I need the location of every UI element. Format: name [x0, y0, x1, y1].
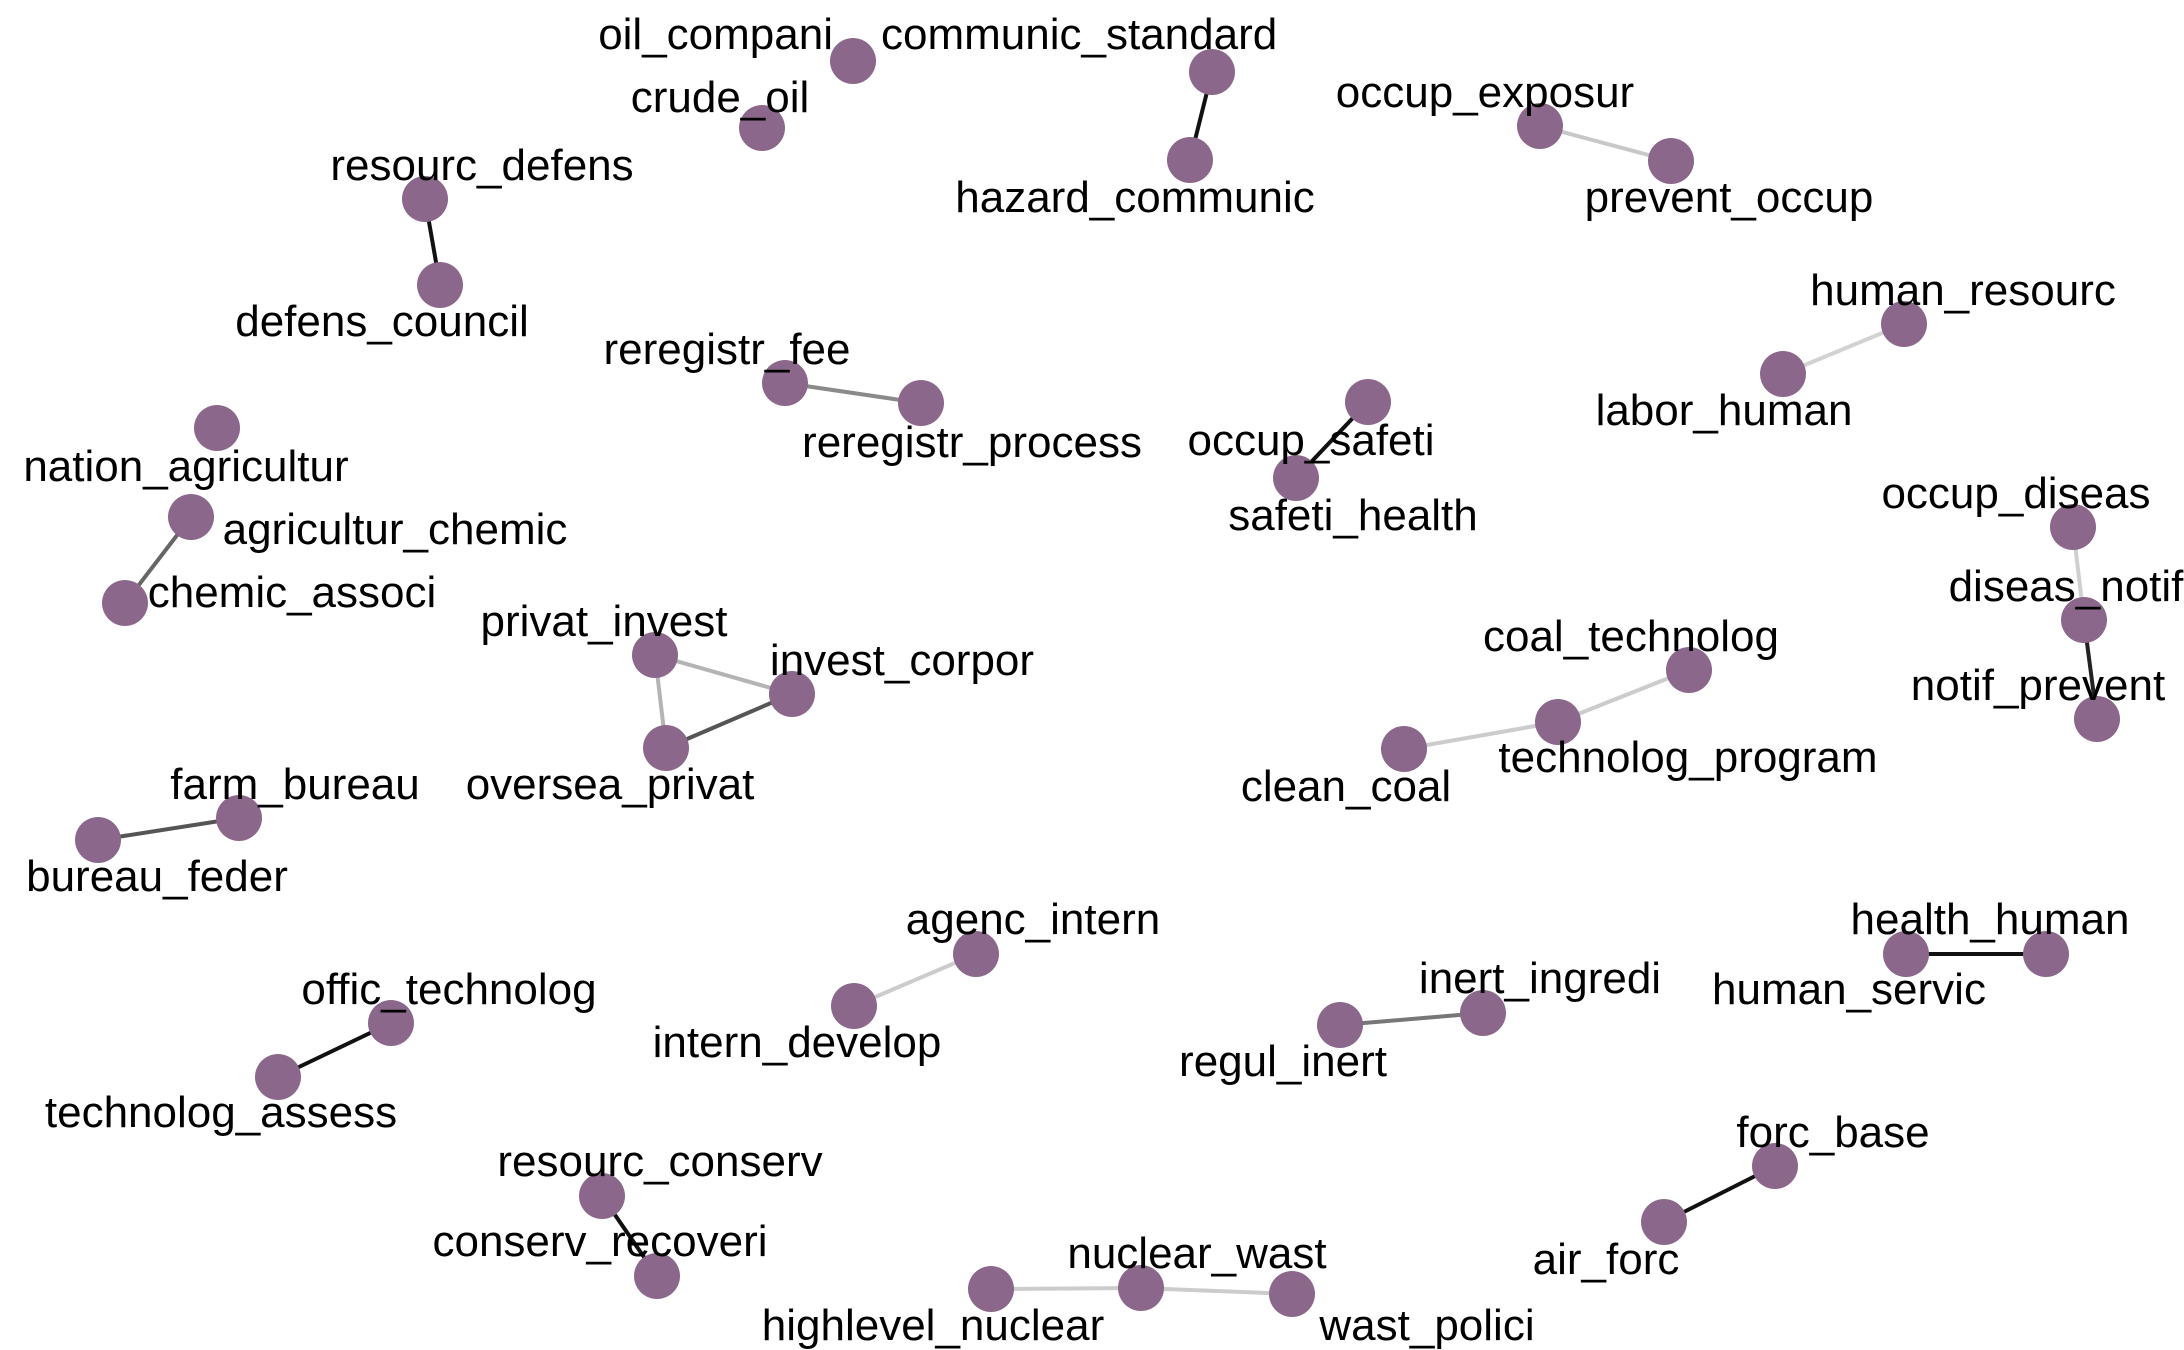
node-highlevel_nuclear[interactable] [968, 1266, 1014, 1312]
node-conserv_recoveri[interactable] [634, 1253, 680, 1299]
node-clean_coal[interactable] [1381, 726, 1427, 772]
node-label-defens_council: defens_council [235, 297, 529, 346]
node-resourc_conserv[interactable] [579, 1173, 625, 1219]
edge-regul_inert-inert_ingredi [1339, 1011, 1484, 1027]
node-air_forc[interactable] [1641, 1199, 1687, 1245]
node-communic_standard[interactable] [1189, 49, 1235, 95]
node-label-technolog_program: technolog_program [1498, 733, 1877, 782]
node-technolog_assess[interactable] [255, 1054, 301, 1100]
node-label-offic_technolog: offic_technolog [301, 965, 596, 1014]
node-wast_polici[interactable] [1269, 1271, 1315, 1317]
node-technolog_program[interactable] [1535, 699, 1581, 745]
node-diseas_notif[interactable] [2061, 597, 2107, 643]
node-label-health_human: health_human [1851, 895, 2130, 944]
node-human_resourc[interactable] [1881, 301, 1927, 347]
node-label-reregistr_fee: reregistr_fee [603, 325, 850, 374]
node-label-notif_prevent: notif_prevent [1911, 661, 2165, 710]
node-occup_exposur[interactable] [1517, 103, 1563, 149]
node-resourc_defens[interactable] [402, 176, 448, 222]
edge-technolog_program-coal_technolog [1557, 668, 1690, 724]
node-label-nuclear_wast: nuclear_wast [1067, 1229, 1326, 1278]
node-label-oil_compani: oil_compani [598, 10, 833, 59]
node-agenc_intern[interactable] [953, 931, 999, 977]
node-label-labor_human: labor_human [1596, 386, 1853, 435]
edge-highlevel_nuclear-nuclear_wast [990, 1286, 1142, 1291]
node-label-safeti_health: safeti_health [1228, 491, 1478, 540]
label-layer: oil_compani crude_oil communic_standardhaz… [23, 10, 2184, 1350]
node-agricultur_chemic[interactable] [168, 494, 214, 540]
edge-privat_invest-invest_corpor [654, 653, 793, 696]
node-regul_inert[interactable] [1317, 1002, 1363, 1048]
node-label-oversea_privat: oversea_privat [466, 760, 755, 809]
edge-bureau_feder-farm_bureau [97, 816, 240, 842]
node-defens_council[interactable] [417, 262, 463, 308]
node-label-occup_safeti: occup_safeti [1187, 416, 1434, 465]
node-offic_technolog[interactable] [368, 1000, 414, 1046]
node-label-inert_ingredi: inert_ingredi [1419, 954, 1661, 1003]
node-inert_ingredi[interactable] [1460, 990, 1506, 1036]
node-label-privat_invest: privat_invest [480, 597, 727, 646]
node-label-diseas_notif: diseas_notif [1949, 562, 2184, 611]
node-label-regul_inert: regul_inert [1179, 1037, 1387, 1086]
node-label-forc_base: forc_base [1736, 1108, 1929, 1157]
node-layer [75, 38, 2120, 1317]
node-prevent_occup[interactable] [1648, 138, 1694, 184]
node-label-farm_bureau: farm_bureau [170, 760, 419, 809]
node-coal_technolog[interactable] [1666, 647, 1712, 693]
node-label-prevent_occup: prevent_occup [1585, 173, 1874, 222]
node-chemic_associ[interactable] [102, 580, 148, 626]
node-nation_agricultur[interactable] [194, 405, 240, 451]
node-label-highlevel_nuclear: highlevel_nuclear [762, 1301, 1104, 1350]
node-crude_oil[interactable] [739, 105, 785, 151]
node-farm_bureau[interactable] [216, 795, 262, 841]
node-occup_safeti[interactable] [1345, 379, 1391, 425]
node-label-resourc_defens: resourc_defens [330, 141, 633, 190]
node-health_human[interactable] [2023, 931, 2069, 977]
node-label-communic_standard: communic_standard [881, 10, 1277, 59]
node-label-agricultur_chemic: agricultur_chemic [223, 505, 568, 554]
node-label-reregistr_process: reregistr_process [802, 418, 1142, 467]
node-bureau_feder[interactable] [75, 817, 121, 863]
node-oversea_privat[interactable] [643, 725, 689, 771]
node-label-crude_oil: crude_oil [631, 73, 810, 122]
node-label-bureau_feder: bureau_feder [26, 852, 288, 901]
node-label-wast_polici: wast_polici [1318, 1301, 1534, 1350]
node-label-human_servic: human_servic [1712, 965, 1986, 1014]
node-intern_develop[interactable] [831, 983, 877, 1029]
edge-clean_coal-technolog_program [1403, 720, 1559, 751]
node-label-occup_exposur: occup_exposur [1336, 68, 1634, 117]
node-invest_corpor[interactable] [769, 671, 815, 717]
node-label-air_forc: air_forc [1533, 1235, 1680, 1284]
node-hazard_communic[interactable] [1167, 137, 1213, 183]
node-label-clean_coal: clean_coal [1241, 762, 1451, 811]
node-safeti_health[interactable] [1273, 455, 1319, 501]
node-label-agenc_intern: agenc_intern [906, 895, 1160, 944]
node-label-chemic_associ: chemic_associ [148, 568, 437, 617]
node-label-human_resourc: human_resourc [1810, 266, 2116, 315]
node-oil_compani[interactable] [830, 38, 876, 84]
node-privat_invest[interactable] [632, 632, 678, 678]
node-occup_diseas[interactable] [2050, 504, 2096, 550]
node-label-occup_diseas: occup_diseas [1881, 469, 2150, 518]
node-nuclear_wast[interactable] [1118, 1265, 1164, 1311]
node-label-hazard_communic: hazard_communic [955, 173, 1315, 222]
edge-nuclear_wast-wast_polici [1140, 1286, 1293, 1296]
node-labor_human[interactable] [1760, 351, 1806, 397]
node-label-nation_agricultur: nation_agricultur [23, 442, 348, 491]
node-label-coal_technolog: coal_technolog [1483, 612, 1779, 661]
node-reregistr_process[interactable] [898, 380, 944, 426]
node-notif_prevent[interactable] [2074, 696, 2120, 742]
node-human_servic[interactable] [1883, 931, 1929, 977]
node-forc_base[interactable] [1752, 1143, 1798, 1189]
node-label-invest_corpor: invest_corpor [770, 636, 1034, 685]
node-reregistr_fee[interactable] [762, 360, 808, 406]
node-label-resourc_conserv: resourc_conserv [497, 1137, 822, 1186]
node-label-technolog_assess: technolog_assess [45, 1088, 397, 1137]
node-label-conserv_recoveri: conserv_recoveri [432, 1217, 767, 1266]
node-label-intern_develop: intern_develop [653, 1018, 942, 1067]
